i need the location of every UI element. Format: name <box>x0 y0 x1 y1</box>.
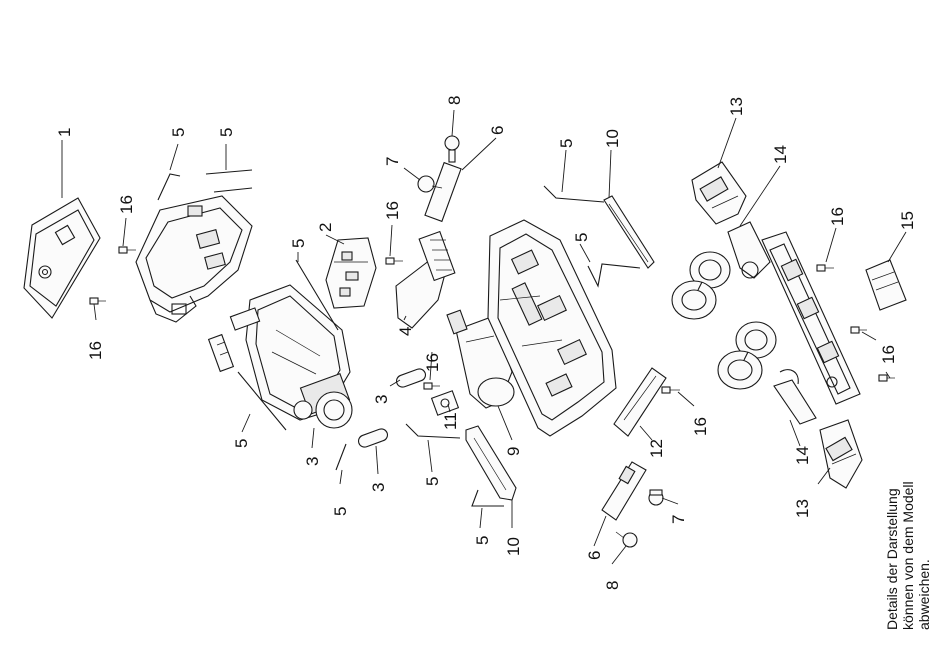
label-3c: 3 <box>303 457 322 466</box>
part-roof-cover <box>24 198 100 318</box>
label-14b: 14 <box>793 446 812 465</box>
part-decoder-board <box>396 232 455 328</box>
screw-16-f <box>817 265 834 271</box>
label-13a: 13 <box>727 97 746 116</box>
part-13-lower-coupler <box>820 420 862 488</box>
label-6a: 6 <box>488 126 507 135</box>
part-10-lower-bracket <box>466 426 516 500</box>
part-cab-body <box>136 196 252 322</box>
label-16f: 16 <box>828 207 847 226</box>
part-11-bracket <box>432 391 459 415</box>
label-5f: 5 <box>423 477 442 486</box>
wheelset-lower <box>718 322 776 389</box>
part-6-top-bracket <box>418 136 461 221</box>
label-15: 15 <box>898 211 917 230</box>
label-14a: 14 <box>771 145 790 164</box>
label-16c: 16 <box>383 201 402 220</box>
part-14-upper-truck <box>728 222 770 278</box>
label-5d: 5 <box>557 139 576 148</box>
note-line-2: können von dem Modell <box>900 481 916 630</box>
label-1: 1 <box>55 128 74 137</box>
label-6b: 6 <box>585 551 604 560</box>
label-12: 12 <box>647 439 666 458</box>
label-16e: 16 <box>691 417 710 436</box>
label-10a: 10 <box>603 129 622 148</box>
part-3-plates <box>357 367 427 449</box>
label-5a: 5 <box>169 128 188 137</box>
label-7b: 7 <box>669 515 688 524</box>
label-5b: 5 <box>217 128 236 137</box>
label-5h: 5 <box>331 507 350 516</box>
label-2: 2 <box>316 223 335 232</box>
screw-16-d <box>424 383 440 389</box>
part-circuit-board <box>326 238 376 308</box>
part-10-upper-rail <box>604 196 654 268</box>
label-9: 9 <box>504 447 523 456</box>
wheelset-upper <box>672 252 730 319</box>
screw-16-e <box>662 387 680 393</box>
label-10b: 10 <box>504 537 523 556</box>
label-8a: 8 <box>445 96 464 105</box>
label-16a: 16 <box>117 195 136 214</box>
label-16d: 16 <box>423 353 442 372</box>
label-5i: 5 <box>473 536 492 545</box>
label-5e: 5 <box>572 233 591 242</box>
part-13-upper-coupler <box>692 162 746 224</box>
label-8b: 8 <box>603 581 622 590</box>
note-line-3: abweichen. <box>916 559 932 630</box>
label-16b: 16 <box>86 341 105 360</box>
label-3a: 3 <box>372 395 391 404</box>
part-12-plate <box>614 368 666 436</box>
label-4: 4 <box>396 327 415 336</box>
label-5g: 5 <box>232 439 251 448</box>
label-13b: 13 <box>793 499 812 518</box>
disclaimer-note: Details der Darstellung können von dem M… <box>884 481 932 630</box>
screw-16-b <box>90 298 106 304</box>
note-line-1: Details der Darstellung <box>884 488 900 630</box>
label-5c: 5 <box>289 239 308 248</box>
part-small-clip <box>209 335 234 372</box>
label-7a: 7 <box>383 157 402 166</box>
screw-16-a <box>119 247 136 253</box>
part-6-lower-bracket <box>602 462 663 547</box>
label-11: 11 <box>441 412 460 430</box>
part-14-lower-truck <box>774 370 816 424</box>
label-16g: 16 <box>879 345 898 364</box>
part-15-guard <box>866 260 906 310</box>
part-bogie-frame <box>762 232 860 404</box>
label-3b: 3 <box>369 483 388 492</box>
screw-16-c <box>386 258 403 264</box>
